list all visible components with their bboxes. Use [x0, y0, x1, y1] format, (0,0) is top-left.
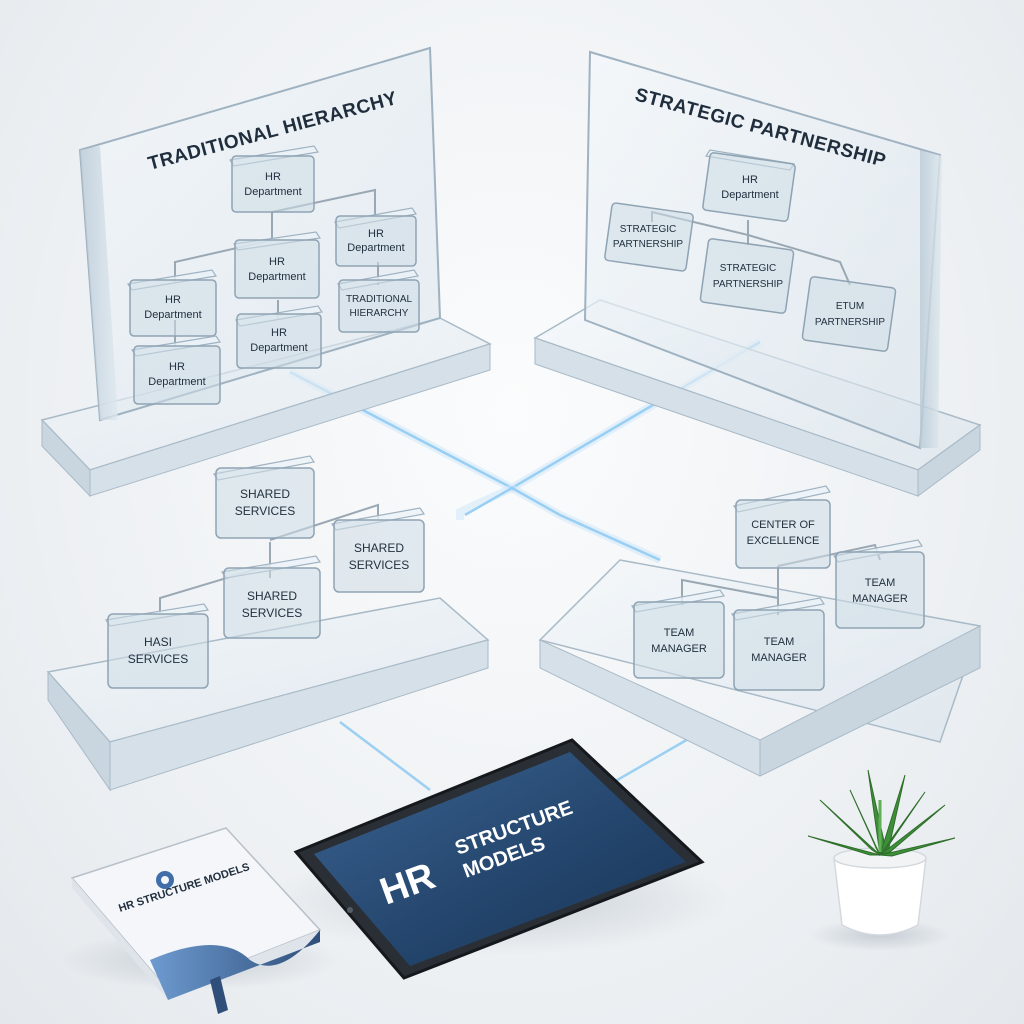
hr-node: HR Department — [130, 335, 222, 405]
gear-icon — [156, 871, 174, 889]
traditional-hierarchy-panel: TRADITIONAL HIERARCHY HR Department HR D… — [40, 46, 492, 498]
svg-text:Department: Department — [721, 189, 778, 201]
hasi-services-node: HASI SERVICES — [104, 603, 210, 689]
book: HR STRUCTURE MODELS — [60, 827, 340, 1014]
hr-node: HR Department — [232, 231, 322, 299]
svg-text:SHARED: SHARED — [240, 487, 290, 501]
center-of-excellence-panel: CENTER OF EXCELLENCE TEAM MANAGER TEAM M… — [538, 485, 981, 777]
traditional-hierarchy-node: TRADITIONAL HIERARCHY — [336, 269, 420, 333]
svg-text:MANAGER: MANAGER — [651, 643, 707, 655]
center-of-excellence-node: CENTER OF EXCELLENCE — [733, 485, 831, 569]
succulent-plant — [807, 769, 956, 951]
hr-node: HR Department — [228, 145, 320, 213]
svg-text:HR: HR — [271, 327, 287, 339]
svg-text:PARTNERSHIP: PARTNERSHIP — [713, 279, 784, 290]
svg-text:Department: Department — [347, 242, 404, 254]
svg-text:HR: HR — [169, 361, 185, 373]
svg-text:STRATEGIC: STRATEGIC — [620, 224, 676, 235]
svg-text:SHARED: SHARED — [247, 589, 297, 603]
svg-text:Department: Department — [244, 186, 301, 198]
svg-text:HR: HR — [368, 228, 384, 240]
svg-text:MANAGER: MANAGER — [751, 652, 807, 664]
tablet: HR STRUCTURE MODELS — [270, 738, 730, 980]
svg-text:SERVICES: SERVICES — [242, 606, 302, 620]
shared-services-panel: SHARED SERVICES SHARED SERVICES SHARED S… — [46, 455, 490, 792]
svg-text:Department: Department — [250, 342, 307, 354]
svg-text:Department: Department — [148, 376, 205, 388]
svg-text:HR: HR — [742, 174, 758, 186]
svg-text:TEAM: TEAM — [764, 636, 795, 648]
shared-services-node: SHARED SERVICES — [212, 455, 316, 539]
team-manager-node: TEAM MANAGER — [832, 539, 925, 629]
svg-text:MANAGER: MANAGER — [852, 593, 908, 605]
svg-text:ETUM: ETUM — [836, 301, 864, 312]
strategic-partnership-node: STRATEGIC PARTNERSHIP — [699, 238, 795, 314]
svg-text:SERVICES: SERVICES — [128, 652, 188, 666]
hr-node: HR Department — [702, 149, 796, 222]
team-manager-node: TEAM MANAGER — [630, 589, 726, 679]
svg-text:HR: HR — [269, 256, 285, 268]
svg-text:Department: Department — [248, 271, 305, 283]
strategic-partnership-panel: STRATEGIC PARTNERSHIP HR Department STRA… — [533, 50, 982, 497]
svg-text:STRATEGIC: STRATEGIC — [720, 263, 776, 274]
svg-text:EXCELLENCE: EXCELLENCE — [747, 535, 820, 547]
svg-text:PARTNERSHIP: PARTNERSHIP — [815, 317, 886, 328]
hr-node: HR Department — [234, 305, 324, 369]
svg-text:Department: Department — [144, 309, 201, 321]
svg-text:PARTNERSHIP: PARTNERSHIP — [613, 239, 684, 250]
hr-node: HR Department — [333, 207, 418, 267]
svg-text:TRADITIONAL: TRADITIONAL — [346, 294, 413, 305]
team-manager-node: TEAM MANAGER — [730, 597, 826, 691]
svg-text:TEAM: TEAM — [664, 627, 695, 639]
svg-text:SERVICES: SERVICES — [349, 558, 409, 572]
svg-text:HASI: HASI — [144, 635, 172, 649]
shared-services-node: SHARED SERVICES — [330, 507, 426, 593]
shared-services-node: SHARED SERVICES — [220, 555, 322, 639]
strategic-partnership-node: STRATEGIC PARTNERSHIP — [604, 202, 694, 272]
hr-node: HR Department — [126, 269, 218, 337]
etum-partnership-node: ETUM PARTNERSHIP — [801, 276, 897, 352]
svg-text:HIERARCHY: HIERARCHY — [350, 308, 409, 319]
svg-text:SERVICES: SERVICES — [235, 504, 295, 518]
svg-text:HR: HR — [265, 171, 281, 183]
svg-text:CENTER OF: CENTER OF — [751, 519, 815, 531]
svg-text:TEAM: TEAM — [865, 577, 896, 589]
svg-text:HR: HR — [165, 294, 181, 306]
svg-text:SHARED: SHARED — [354, 541, 404, 555]
